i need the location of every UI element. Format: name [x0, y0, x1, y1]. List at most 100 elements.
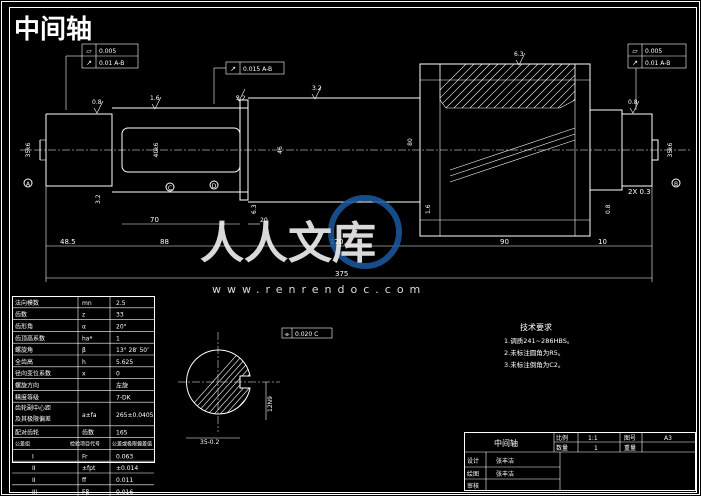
svg-text:重量: 重量 — [624, 444, 636, 452]
svg-text:20: 20 — [260, 217, 268, 224]
tech-requirements: 技术要求 1.调质241~286HBS。 2.未标注圆角为R5。 3.未标注倒角… — [504, 322, 573, 369]
svg-text:2X 0.3: 2X 0.3 — [628, 188, 651, 196]
group-value: 0.011 — [116, 477, 133, 484]
svg-text:12N9: 12N9 — [267, 396, 274, 412]
param-value: 0 — [116, 371, 120, 378]
param-name: 螺旋方向 — [15, 382, 39, 390]
group-header: 公差组 — [15, 441, 30, 448]
group-value: ±0.014 — [116, 465, 138, 472]
svg-text:张丰洁: 张丰洁 — [496, 470, 514, 478]
param-value: 265±0.0405 — [116, 412, 154, 419]
svg-text:设计: 设计 — [467, 457, 479, 465]
left-journal — [45, 113, 113, 187]
tech-req-title: 技术要求 — [520, 322, 552, 332]
watermark-brand: 人人文库 — [200, 218, 376, 269]
param-symbol: ha* — [82, 335, 92, 342]
param-value: 1 — [116, 335, 120, 342]
datum-c: C — [168, 185, 172, 192]
drawing-title: 中间轴 — [14, 15, 92, 45]
svg-text:0.015 A-B: 0.015 A-B — [243, 66, 272, 73]
param-value: 5.625 — [116, 359, 133, 366]
svg-text:图号: 图号 — [624, 435, 636, 442]
right-journal — [622, 113, 653, 187]
param-name: 齿数 — [15, 311, 27, 319]
svg-text:35-0.2: 35-0.2 — [200, 439, 220, 446]
param-symbol: x — [82, 371, 86, 378]
right-shoulder — [590, 109, 623, 191]
svg-text:3.2: 3.2 — [95, 194, 102, 204]
svg-text:46: 46 — [277, 146, 284, 154]
svg-text:3.2: 3.2 — [236, 95, 246, 102]
roughness-symbols: 0.8 1.6 3.2 3.2 0.8 6.3 3.2 6.3 1.6 0.8 — [92, 51, 640, 214]
svg-text:48.5: 48.5 — [60, 238, 76, 246]
svg-text:0.8: 0.8 — [92, 99, 102, 106]
svg-text:0.020 C: 0.020 C — [295, 331, 318, 338]
svg-text:审核: 审核 — [467, 482, 479, 490]
svg-text:数量: 数量 — [556, 444, 568, 452]
param-symbol: a±fa — [82, 412, 97, 419]
param-value: 左旋 — [116, 382, 128, 390]
datum-b: B — [674, 181, 678, 188]
shaft-main-view — [20, 63, 690, 237]
group-symbol: Fβ — [82, 489, 89, 496]
group-header: 公差或极限偏差值 — [112, 441, 152, 448]
param-symbol: z — [82, 312, 85, 319]
param-name: 法向模数 — [15, 299, 39, 307]
svg-text:A3: A3 — [664, 435, 672, 442]
svg-text:⌯: ⌯ — [285, 331, 290, 338]
param-symbol: 齿数 — [82, 429, 94, 437]
svg-text:88: 88 — [160, 238, 169, 246]
svg-text:3.2: 3.2 — [312, 85, 322, 92]
svg-text:90: 90 — [500, 238, 509, 246]
param-value: 33 — [116, 312, 124, 319]
svg-text:0.005: 0.005 — [99, 48, 116, 55]
group-symbol: Fr — [82, 453, 88, 460]
svg-text:0.01 A-B: 0.01 A-B — [99, 60, 124, 67]
param-value: 13° 28′ 50″ — [116, 347, 150, 354]
section-view: ⌯ 0.020 C 12N9 35-0.2 — [178, 327, 333, 446]
param-name: 齿形角 — [15, 323, 33, 331]
svg-text:比例: 比例 — [556, 434, 568, 442]
inner-border — [9, 7, 697, 493]
param-name: 齿顶高系数 — [15, 334, 45, 342]
tech-req-item: 3.未标注倒角为C2。 — [504, 360, 564, 369]
param-name: 精度等级 — [15, 393, 39, 401]
group-id: I — [32, 453, 34, 460]
datum-a: A — [26, 181, 31, 188]
gear-section-hatch — [439, 63, 576, 109]
svg-text:0.01 A-B: 0.01 A-B — [645, 60, 670, 67]
watermark: 人人文库 www.renrendoc.com — [200, 195, 426, 296]
group-id: II — [32, 465, 36, 472]
tolerance-frame-mid: ↗ 0.015 A-B — [213, 61, 285, 104]
param-value: 7-DK — [116, 394, 132, 401]
svg-text:70: 70 — [150, 216, 159, 224]
tolerance-frame-section — [281, 327, 333, 339]
svg-text:10: 10 — [598, 238, 607, 246]
param-symbol: α — [82, 324, 86, 331]
svg-text:0.8: 0.8 — [628, 99, 638, 106]
param-name: 全齿高 — [15, 358, 33, 366]
watermark-url: www.renrendoc.com — [212, 283, 426, 296]
svg-text:0.8: 0.8 — [605, 204, 612, 214]
tech-req-item: 1.调质241~286HBS。 — [504, 336, 573, 345]
group-value: 0.016 — [116, 489, 133, 496]
svg-text:↗: ↗ — [632, 59, 638, 67]
svg-text:↗: ↗ — [230, 65, 236, 73]
helix-line — [449, 127, 576, 171]
svg-text:6.3: 6.3 — [514, 51, 524, 58]
group-symbol: ff — [82, 477, 87, 484]
svg-text:1.6: 1.6 — [425, 204, 432, 214]
param-symbol: mn — [82, 300, 92, 307]
param-symbol: β — [82, 347, 86, 354]
length-dims: 70 20 48.5 88 120 90 10 375 2X 0.3 — [45, 186, 653, 282]
param-symbol: h — [82, 359, 86, 366]
datum-d: D — [212, 183, 217, 190]
svg-text:1:1: 1:1 — [588, 435, 598, 442]
tolerance-frame-right: ▱ ↗ 0.005 0.01 A-B — [627, 43, 687, 110]
param-value: 20° — [116, 324, 127, 331]
svg-text:6.3: 6.3 — [251, 204, 258, 214]
group-id: II — [32, 477, 36, 484]
svg-text:40k6: 40k6 — [153, 142, 160, 157]
